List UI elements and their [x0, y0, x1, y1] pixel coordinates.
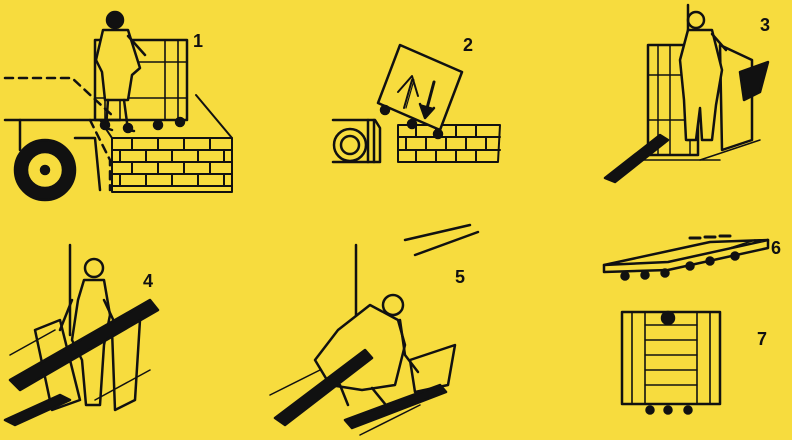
- wheel-side-view: [333, 120, 380, 162]
- panel-5-kneeling-worker: [270, 225, 478, 435]
- panel-2-orientation-arrows: [333, 45, 500, 162]
- panel-6-pallet-base: [604, 236, 768, 280]
- brick-ledge: [398, 125, 500, 162]
- panel-4-lifting-panel: [5, 245, 158, 425]
- truck-wheel-icon: [15, 140, 75, 200]
- side-panel-open: [720, 45, 768, 150]
- panel-1-truck-unloading: [5, 12, 232, 200]
- panel-7-assembled-crate: [622, 312, 720, 414]
- panel-3-worker-at-crate: [605, 5, 768, 182]
- worker-figure-3: [680, 12, 726, 140]
- floor-shadow-3: [605, 135, 760, 182]
